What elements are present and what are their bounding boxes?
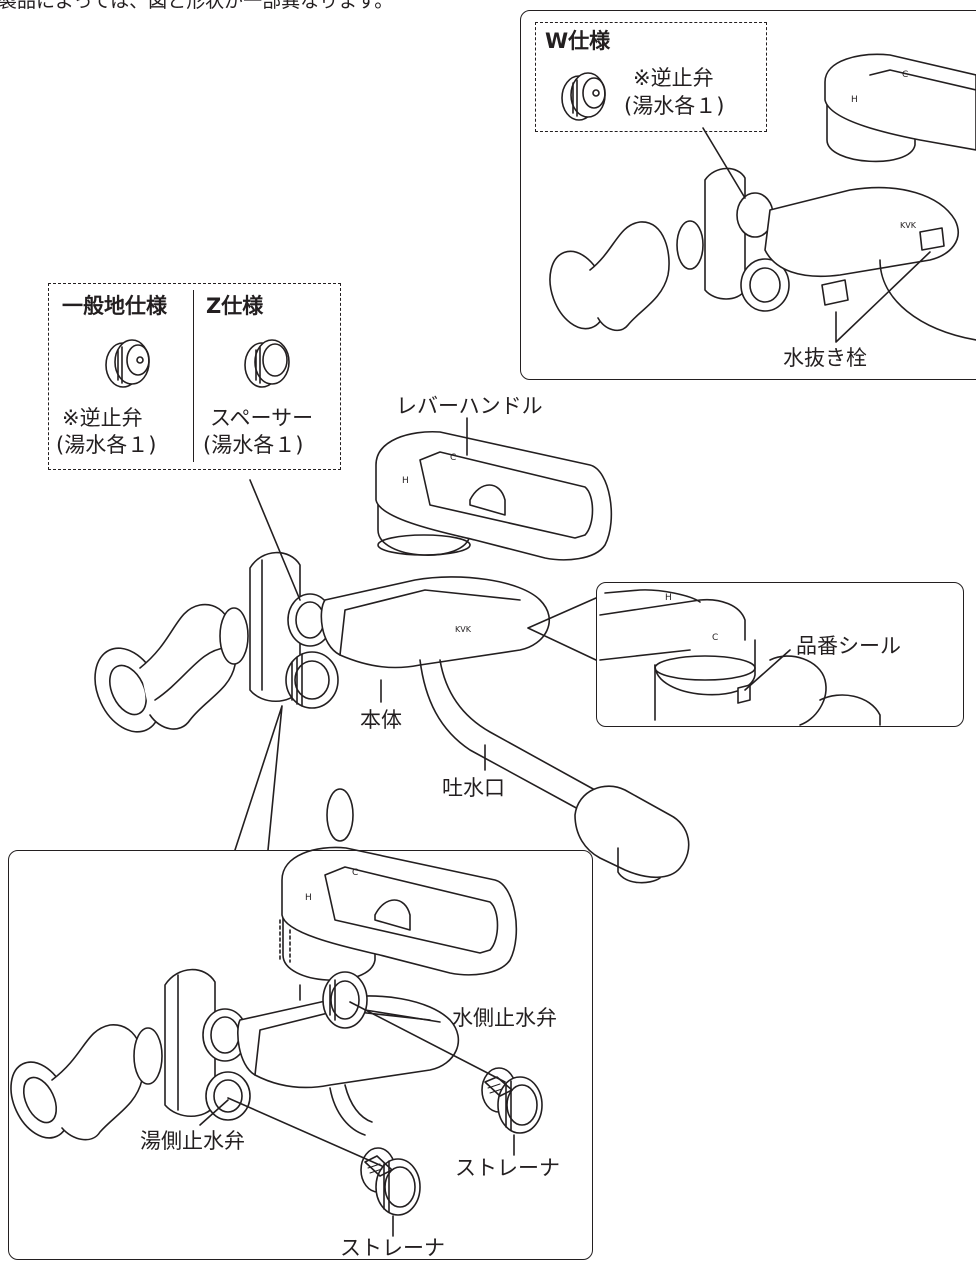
general-spec-part-line2: (湯水各１) (56, 433, 157, 457)
cold-mark-seal: C (712, 633, 718, 643)
product-seal-inset (596, 582, 964, 727)
detail-faucet (10, 788, 518, 1141)
general-spec-part-line1: ※逆止弁 (62, 406, 143, 430)
w-spec-title: W仕様 (545, 29, 611, 53)
z-spec-part-line1: スペーサー (210, 406, 314, 430)
header-note: 製品によっては、図と形状が一部異なります。 (0, 0, 394, 12)
w-spec-part-box (535, 22, 767, 132)
product-seal-inset (599, 589, 881, 726)
general-spec-title: 一般地仕様 (62, 294, 167, 318)
w-spec-faucet (549, 53, 976, 341)
drain-plug-label: 水抜き栓 (783, 346, 867, 370)
hot-mark-w: H (851, 95, 858, 105)
spec-parts-box (48, 283, 341, 470)
strainer-label-right: ストレーナ (455, 1156, 560, 1180)
brand-mark-main: KVK (455, 625, 472, 634)
spec-parts-divider (193, 290, 194, 462)
spout-label: 吐水口 (442, 776, 505, 800)
w-spec-inset (520, 10, 976, 380)
product-seal-label: 品番シール (796, 634, 901, 658)
hot-valve-label: 湯側止水弁 (140, 1129, 245, 1153)
strainer-label-left: ストレーナ (340, 1236, 445, 1260)
w-spec-part-line1: ※逆止弁 (633, 66, 714, 90)
z-spec-title: Z仕様 (206, 294, 264, 318)
detail-inset (8, 850, 593, 1260)
cold-valve-label: 水側止水弁 (452, 1006, 557, 1030)
strainer-right (481, 1067, 543, 1134)
strainer-left (360, 1147, 421, 1216)
main-faucet (94, 430, 690, 884)
lever-handle-label: レバーハンドル (396, 394, 543, 418)
z-spec-part-line2: (湯水各１) (203, 433, 304, 457)
hot-mark-seal: H (665, 593, 672, 603)
z-spec-part (244, 339, 290, 388)
hot-mark-detail: H (305, 893, 312, 903)
w-spec-part-line2: (湯水各１) (624, 94, 725, 118)
cold-mark-main: C (450, 453, 456, 463)
cold-mark-w: C (902, 70, 908, 80)
hot-mark-main: H (402, 476, 409, 486)
brand-mark-w: KVK (900, 221, 917, 230)
w-spec-part (561, 72, 606, 121)
general-spec-part (105, 339, 150, 388)
body-label: 本体 (360, 708, 402, 732)
cold-mark-detail: C (352, 868, 358, 878)
